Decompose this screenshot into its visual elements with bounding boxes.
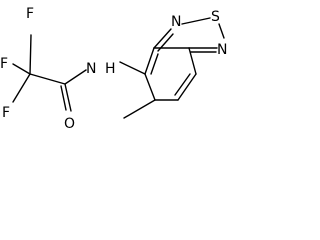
atom-f1: F	[0, 56, 8, 72]
bond-ring-c	[188, 47, 197, 75]
bond-c-f1	[12, 63, 31, 75]
bond-cf3-carbonyl	[29, 73, 66, 85]
bond-carbonyl-o-2	[60, 85, 67, 111]
bond-ring-f	[144, 73, 156, 101]
atom-n-amide: N	[86, 61, 96, 77]
bond-ring-inner-1	[150, 53, 159, 75]
bond-c-n-top	[153, 28, 172, 49]
bond-carbonyl-o-1	[64, 83, 72, 112]
atom-n-ring-right: N	[217, 42, 227, 58]
bond-c-f2	[29, 34, 32, 75]
bond-ring-a	[144, 47, 155, 75]
bond-carbonyl-nh	[64, 69, 87, 85]
bond-ring-d	[177, 73, 197, 101]
bonds	[12, 17, 225, 119]
atom-h-amide: H	[105, 61, 116, 77]
bond-ring-inner-2	[174, 73, 191, 96]
molecule-structure: F F F N H O N S N	[0, 6, 227, 132]
atom-labels: F F F N H O N S N	[0, 6, 227, 132]
atom-s-ring: S	[211, 9, 220, 25]
atom-n-ring-top: N	[171, 14, 181, 30]
bond-c-n-top-double	[157, 33, 174, 52]
atom-o-carbonyl: O	[64, 116, 75, 132]
bond-s-n	[218, 23, 225, 39]
atom-f3: F	[2, 105, 10, 121]
bond-methyl	[123, 99, 156, 119]
atom-f2: F	[26, 6, 34, 22]
bond-nh-ring	[119, 61, 146, 75]
bond-n-s	[181, 17, 211, 25]
bond-c-f3	[12, 73, 31, 103]
